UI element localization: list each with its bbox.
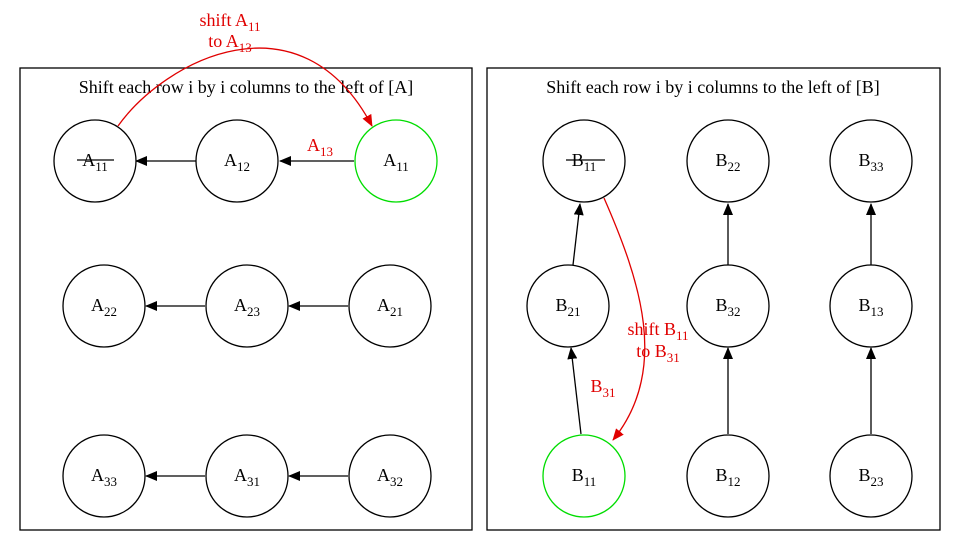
shift-b-label-line1: shift B11 <box>627 319 688 343</box>
node-a-r2c1: A22 <box>62 264 146 348</box>
node-circle <box>829 119 913 203</box>
node-a-r1c1: A11 <box>53 119 137 203</box>
node-b-r1c1: B11 <box>542 119 626 203</box>
shift-b-label-line2: to B31 <box>636 341 680 365</box>
node-b-r1c2: B22 <box>686 119 770 203</box>
node-circle <box>686 119 770 203</box>
edge-a-red-label: A13 <box>307 135 333 159</box>
node-circle <box>686 264 770 348</box>
node-b-r2c2: B32 <box>686 264 770 348</box>
cluster-a-title: Shift each row i by i columns to the lef… <box>79 77 413 97</box>
node-circle <box>195 119 279 203</box>
node-label: B23 <box>858 465 883 489</box>
shift-arrow-b <box>603 197 646 441</box>
cluster-b: Shift each row i by i columns to the lef… <box>486 67 941 531</box>
node-circle <box>542 119 626 203</box>
node-circle <box>542 434 626 518</box>
node-label: A23 <box>234 295 260 319</box>
node-circle <box>348 264 432 348</box>
node-label: B13 <box>858 295 883 319</box>
node-label: B11 <box>572 465 597 489</box>
node-a-r3c1: A33 <box>62 434 146 518</box>
node-a-r2c2: A23 <box>205 264 289 348</box>
node-circle <box>53 119 137 203</box>
node-label: B32 <box>715 295 740 319</box>
node-b-r3c3: B23 <box>829 434 913 518</box>
node-b-r3c1: B11 <box>542 434 626 518</box>
node-b-r3c2: B12 <box>686 434 770 518</box>
edge-b21-to-b11 <box>572 203 584 266</box>
edge-b-red-label: B31 <box>590 376 615 400</box>
node-label: A33 <box>91 465 117 489</box>
node-circle <box>62 264 146 348</box>
shift-arrow-a <box>117 47 373 127</box>
shift-a-label-line2: to A13 <box>208 31 252 55</box>
node-circle <box>205 434 289 518</box>
node-circle <box>205 264 289 348</box>
node-a-r3c3: A32 <box>348 434 432 518</box>
node-circle <box>354 119 438 203</box>
node-circle <box>829 264 913 348</box>
edge-b11-to-b21 <box>567 347 582 435</box>
node-circle <box>62 434 146 518</box>
node-circle <box>686 434 770 518</box>
node-circle <box>829 434 913 518</box>
node-b-r2c1: B21 <box>526 264 610 348</box>
node-label: B33 <box>858 150 883 174</box>
node-label: A22 <box>91 295 117 319</box>
node-a-r2c3: A21 <box>348 264 432 348</box>
node-label: A32 <box>377 465 403 489</box>
node-a-r1c3: A11 <box>354 119 438 203</box>
node-b-r2c3: B13 <box>829 264 913 348</box>
node-circle <box>348 434 432 518</box>
node-label: A12 <box>224 150 250 174</box>
node-label: B21 <box>555 295 580 319</box>
cluster-b-box <box>486 67 941 531</box>
cluster-b-title: Shift each row i by i columns to the lef… <box>546 77 879 97</box>
node-label: A21 <box>377 295 403 319</box>
node-label: B12 <box>715 465 740 489</box>
node-a-r3c2: A31 <box>205 434 289 518</box>
node-a-r1c2: A12 <box>195 119 279 203</box>
node-b-r1c3: B33 <box>829 119 913 203</box>
cluster-a-edges <box>135 156 354 481</box>
node-label: B22 <box>715 150 740 174</box>
shift-a-label-line1: shift A11 <box>199 10 260 34</box>
node-label: A11 <box>383 150 409 174</box>
cluster-a-box <box>19 67 473 531</box>
node-label: A31 <box>234 465 260 489</box>
cluster-b-edges <box>567 203 876 435</box>
node-circle <box>526 264 610 348</box>
